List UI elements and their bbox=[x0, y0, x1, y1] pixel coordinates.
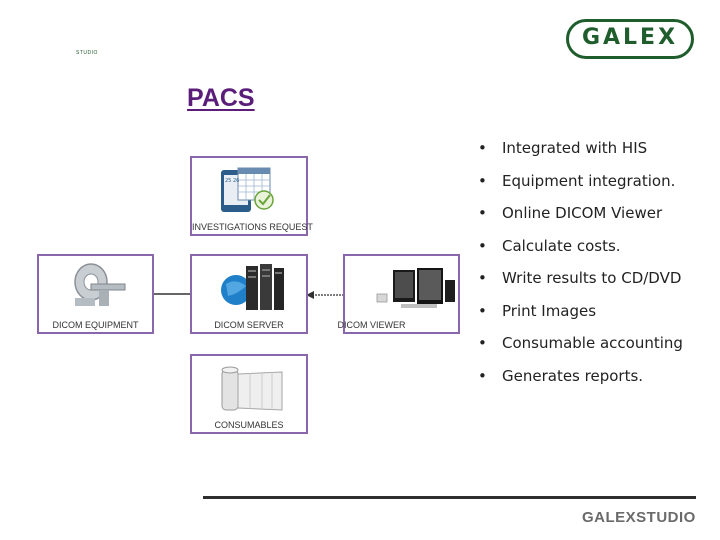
node-label-server: DICOM SERVER bbox=[192, 320, 306, 330]
node-consumables: CONSUMABLES bbox=[190, 354, 308, 434]
feature-text: Print Images bbox=[502, 302, 596, 320]
feature-item: •Equipment integration. bbox=[478, 169, 683, 202]
bullet-icon: • bbox=[478, 201, 502, 225]
feature-text: Generates reports. bbox=[502, 367, 643, 385]
node-label-equipment: DICOM EQUIPMENT bbox=[39, 320, 152, 330]
node-label-investigations: INVESTIGATIONS REQUEST bbox=[192, 222, 306, 232]
feature-item: •Consumable accounting bbox=[478, 331, 683, 364]
calendar-icon: 25 26 bbox=[218, 160, 284, 216]
bullet-icon: • bbox=[478, 136, 502, 160]
film-roll-icon bbox=[216, 360, 286, 416]
feature-item: •Print Images bbox=[478, 299, 683, 332]
calendar-date-text: 25 26 bbox=[225, 178, 239, 184]
feature-text: Integrated with HIS bbox=[502, 139, 647, 157]
feature-text: Calculate costs. bbox=[502, 237, 621, 255]
feature-text: Write results to CD/DVD bbox=[502, 269, 681, 287]
feature-list: •Integrated with HIS •Equipment integrat… bbox=[478, 136, 683, 396]
feature-text: Equipment integration. bbox=[502, 172, 675, 190]
feature-item: •Online DICOM Viewer bbox=[478, 201, 683, 234]
bullet-icon: • bbox=[478, 331, 502, 355]
node-label-consumables: CONSUMABLES bbox=[192, 420, 306, 430]
mri-scanner-icon bbox=[69, 260, 129, 310]
bullet-icon: • bbox=[478, 299, 502, 323]
node-dicom-equipment: DICOM EQUIPMENT bbox=[37, 254, 154, 334]
feature-text: Online DICOM Viewer bbox=[502, 204, 662, 222]
node-dicom-viewer: DICOM VIEWER bbox=[343, 254, 460, 334]
bullet-icon: • bbox=[478, 266, 502, 290]
bullet-icon: • bbox=[478, 364, 502, 388]
node-label-viewer: DICOM VIEWER bbox=[315, 320, 428, 330]
bullet-icon: • bbox=[478, 234, 502, 258]
footer-brand: GALEXSTUDIO bbox=[582, 509, 696, 526]
footer-divider bbox=[203, 496, 696, 499]
feature-item: •Generates reports. bbox=[478, 364, 683, 397]
node-dicom-server: DICOM SERVER bbox=[190, 254, 308, 334]
feature-text: Consumable accounting bbox=[502, 334, 683, 352]
feature-item: •Integrated with HIS bbox=[478, 136, 683, 169]
server-icon bbox=[220, 260, 286, 314]
bullet-icon: • bbox=[478, 169, 502, 193]
node-investigations-request: 25 26 INVESTIGATIONS REQUEST bbox=[190, 156, 308, 236]
feature-item: •Calculate costs. bbox=[478, 234, 683, 267]
feature-item: •Write results to CD/DVD bbox=[478, 266, 683, 299]
viewer-monitors-icon bbox=[375, 266, 457, 310]
